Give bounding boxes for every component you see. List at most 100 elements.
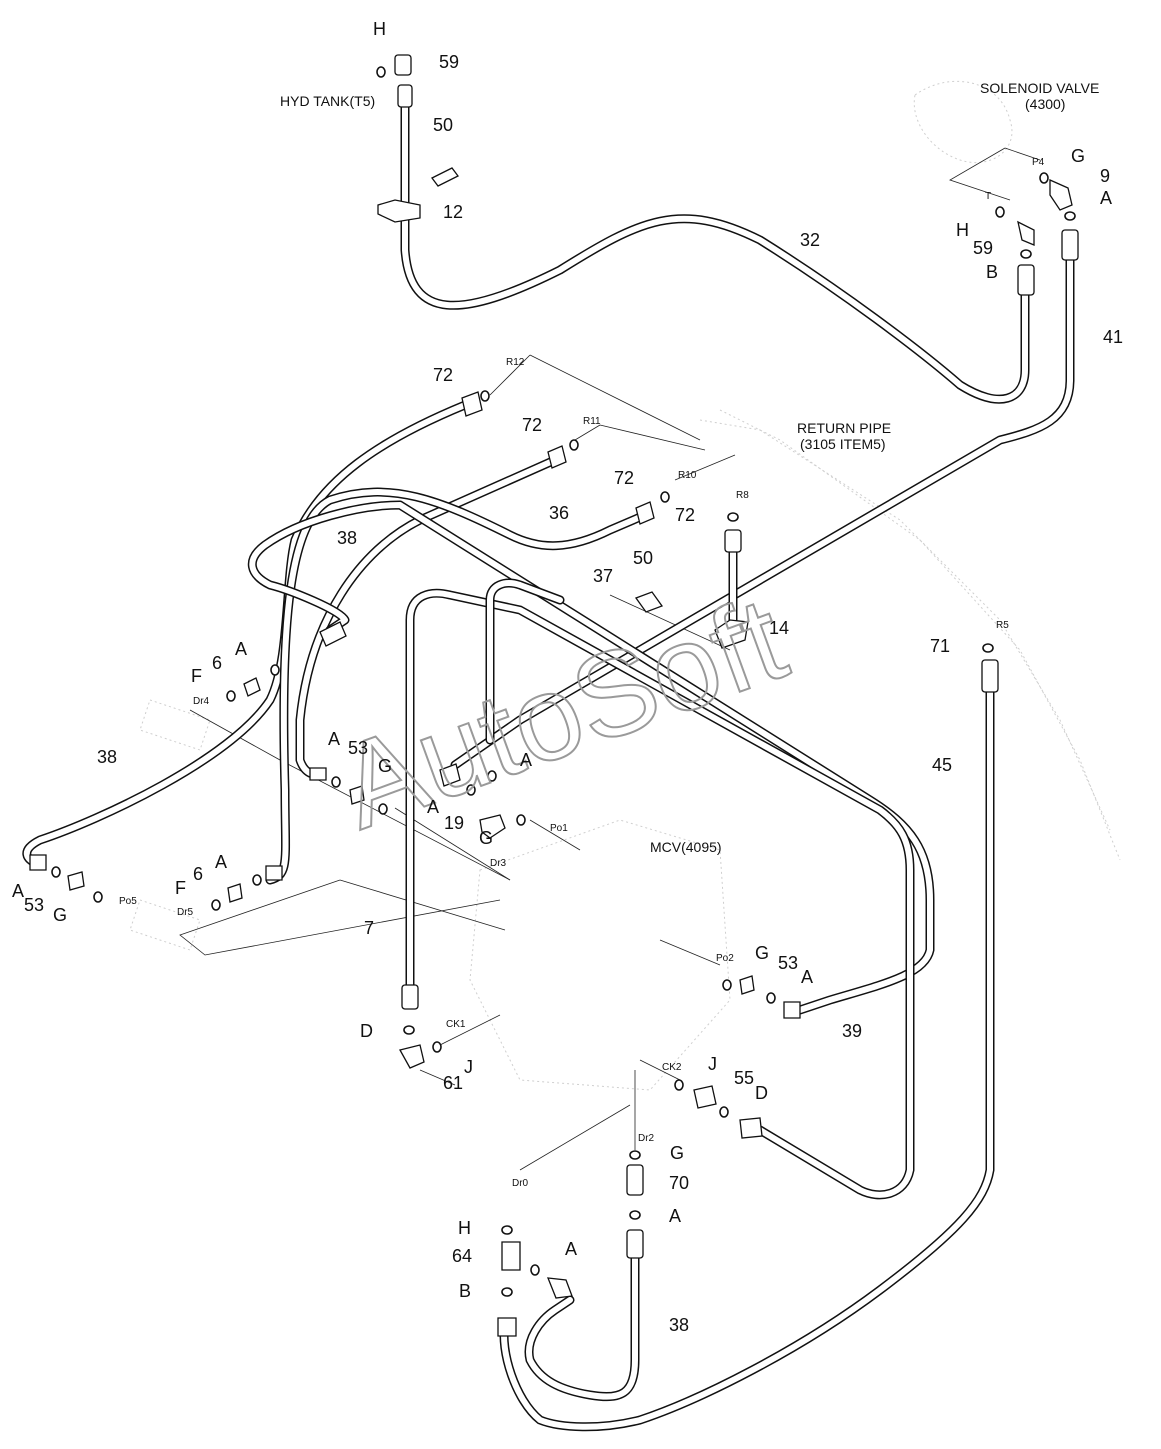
port-dr4: Dr4 [193, 696, 210, 707]
fitting-320 [309, 767, 327, 781]
annotation-solenoid-valve-l2: (4300) [1025, 96, 1065, 112]
port-r10: R10 [678, 470, 697, 481]
oring-a2 [270, 664, 280, 676]
oring-g1 [1039, 172, 1049, 184]
clamp-12 [377, 199, 421, 223]
part-71: 71 [930, 636, 950, 656]
oring-g6 [629, 1150, 641, 1160]
fitting-38-left-end [29, 854, 47, 871]
background-ghost-shapes [129, 80, 1121, 1091]
fitting-38-end [319, 621, 347, 647]
fitting-7-bottom [401, 984, 419, 1010]
oring-a3 [331, 776, 341, 788]
oring-a5 [487, 770, 497, 782]
part-39: 39 [842, 1021, 862, 1041]
part-64: 64 [452, 1246, 472, 1266]
oring-h1 [376, 66, 386, 78]
port-dr5: Dr5 [177, 907, 194, 918]
o-rings [51, 66, 1076, 1297]
part-45: 45 [932, 755, 952, 775]
fitting-36 [635, 501, 655, 525]
oring-a6 [51, 866, 61, 878]
fittings [29, 54, 1079, 1337]
fitting-r8 [724, 529, 742, 553]
code-d1: D [360, 1021, 373, 1041]
oring-a1 [1064, 211, 1076, 221]
part-32: 32 [800, 230, 820, 250]
code-g1: G [1071, 146, 1085, 166]
part-37: 37 [593, 566, 613, 586]
part-53b: 53 [24, 895, 44, 915]
part-61: 61 [443, 1073, 463, 1093]
port-po2: Po2 [716, 953, 734, 964]
elbow-a-bottom [546, 1277, 573, 1299]
code-a5: A [520, 750, 532, 770]
part-36: 36 [549, 503, 569, 523]
part-38b: 38 [97, 747, 117, 767]
watermark: AutoSoft [323, 571, 801, 854]
code-a2: A [235, 639, 247, 659]
code-g4: G [53, 905, 67, 925]
annotation-solenoid-valve-l1: SOLENOID VALVE [980, 80, 1099, 96]
oring-a9 [629, 1210, 641, 1220]
fitting-53a [349, 785, 365, 805]
part-12: 12 [443, 202, 463, 222]
port-r5: R5 [996, 620, 1009, 631]
part-6b: 6 [193, 864, 203, 884]
fitting-59-top [394, 54, 412, 76]
oring-f2 [211, 899, 221, 911]
oring-b2 [501, 1287, 513, 1297]
fitting-55 [693, 1085, 717, 1109]
tee-64 [501, 1241, 521, 1271]
oring-a7 [252, 874, 262, 886]
code-a6: A [12, 881, 24, 901]
part-38c: 38 [669, 1315, 689, 1335]
oring-r5 [982, 643, 994, 653]
code-g6: G [670, 1143, 684, 1163]
fitting-g-mid [439, 763, 461, 787]
port-r12: R12 [506, 357, 525, 368]
fitting-72a [461, 391, 483, 417]
code-b2: B [459, 1281, 471, 1301]
fitting-72b [547, 445, 567, 469]
code-g3: G [479, 828, 493, 848]
code-a9: A [669, 1206, 681, 1226]
oring-a10 [530, 1264, 540, 1276]
port-ck2: CK2 [662, 1062, 682, 1073]
oring-a4 [466, 784, 476, 796]
code-a1: A [1100, 188, 1112, 208]
code-j1: J [464, 1057, 473, 1077]
letter-codes: H G A H B A F A G A A G A F A G G A D J … [12, 19, 1112, 1301]
code-a8: A [801, 967, 813, 987]
fitting-6a [243, 677, 261, 697]
code-f2: F [175, 878, 186, 898]
code-h2: H [956, 220, 969, 240]
code-a4: A [427, 797, 439, 817]
hose-32 [400, 100, 1030, 404]
oring-f1 [226, 690, 236, 702]
part-70: 70 [669, 1173, 689, 1193]
part-72a: 72 [433, 365, 453, 385]
port-po5: Po5 [119, 896, 137, 907]
part-41: 41 [1103, 327, 1123, 347]
oring-h3 [501, 1225, 513, 1235]
elbow-59b [1017, 220, 1035, 246]
fitting-70 [626, 1164, 644, 1196]
oring-g5 [722, 979, 732, 991]
hose-45 [499, 685, 995, 1432]
part-9: 9 [1100, 166, 1110, 186]
hose-routes [22, 100, 1075, 1432]
code-h1: H [373, 19, 386, 39]
code-a7: A [215, 852, 227, 872]
port-t: T [985, 191, 991, 202]
oring-a8 [766, 992, 776, 1004]
bolt-50b [634, 591, 664, 613]
part-38a: 38 [337, 528, 357, 548]
code-g5: G [755, 943, 769, 963]
elbow-9 [1049, 178, 1073, 211]
port-po1: Po1 [550, 823, 568, 834]
component-annotations: HYD TANK(T5) SOLENOID VALVE (4300) RETUR… [280, 80, 1099, 855]
elbow-61 [399, 1044, 425, 1069]
part-53c: 53 [778, 953, 798, 973]
